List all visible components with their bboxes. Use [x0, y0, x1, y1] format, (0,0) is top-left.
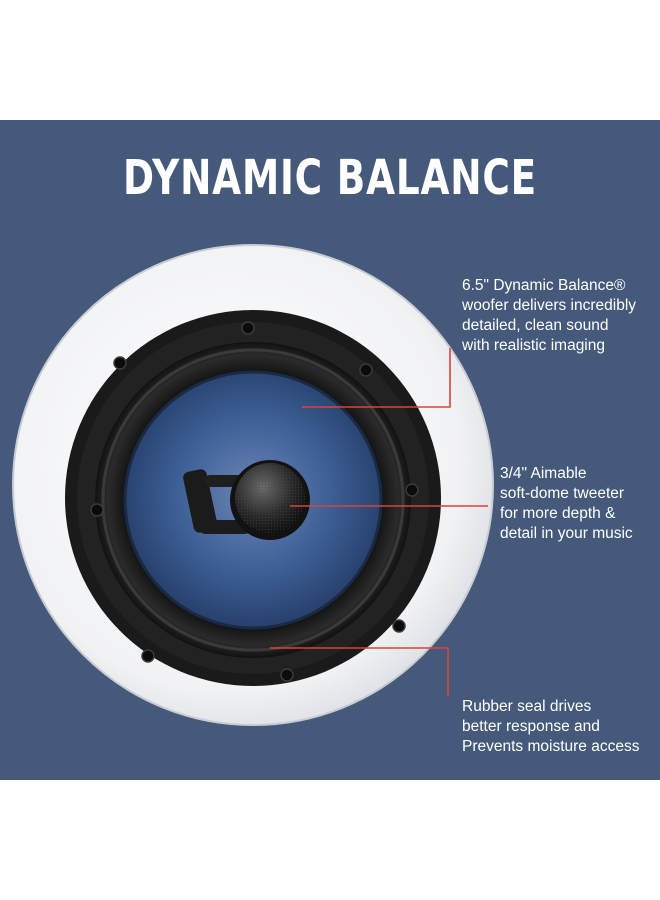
woofer-callout: 6.5" Dynamic Balance® woofer delivers in…: [462, 276, 636, 356]
seal-callout: Rubber seal drives better response and P…: [462, 697, 639, 757]
tweeter-callout: 3/4" Aimable soft-dome tweeter for more …: [500, 464, 633, 544]
headline: DYNAMIC BALANCE: [123, 150, 537, 206]
callout-line: 6.5" Dynamic Balance®: [462, 277, 626, 294]
callout-line: soft-dome tweeter: [500, 485, 625, 502]
callout-line: 3/4" Aimable: [500, 465, 587, 482]
callout-line: Rubber seal drives: [462, 698, 592, 715]
callout-line: better response and: [462, 718, 600, 735]
callout-line: woofer delivers incredibly: [462, 297, 637, 314]
product-panel: DYNAMIC BALANCE: [0, 120, 660, 780]
callout-line: Prevents moisture access: [462, 738, 640, 755]
callout-line: detailed, clean sound: [462, 317, 609, 334]
callout-leader-lines: [270, 348, 488, 696]
speaker-illustration: [12, 244, 494, 726]
callout-line: for more depth &: [500, 505, 616, 522]
frame-screws: [90, 321, 419, 682]
callout-line: detail in your music: [500, 525, 633, 542]
callout-line: with realistic imaging: [462, 337, 605, 354]
